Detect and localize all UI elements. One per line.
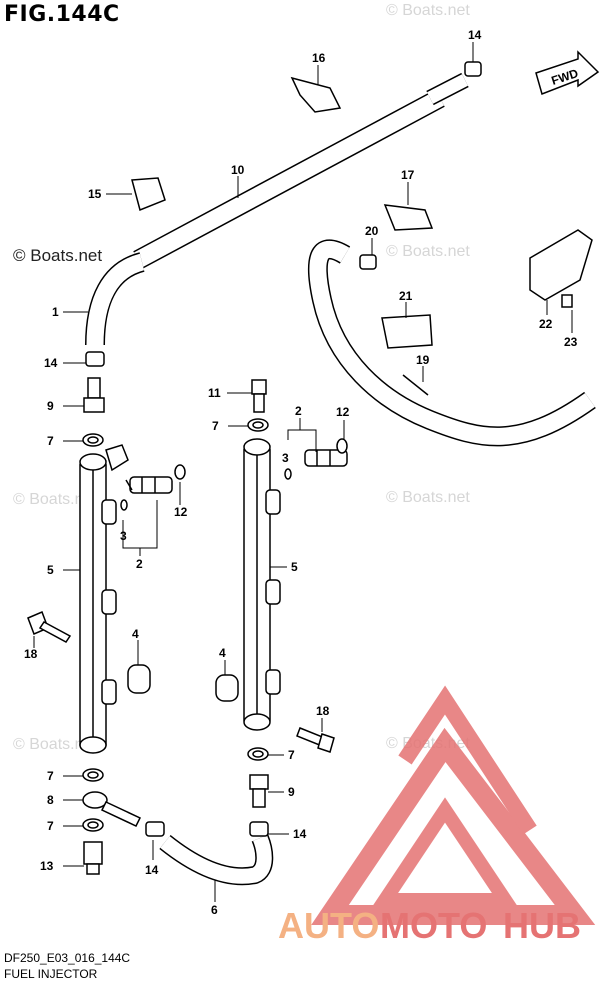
callout: 14 bbox=[293, 827, 307, 841]
watermark: © Boats.net bbox=[386, 2, 470, 19]
injector-left bbox=[125, 476, 173, 494]
watermark: © Boats.net bbox=[13, 736, 97, 753]
callout: 9 bbox=[288, 785, 295, 799]
fuel-rail-right bbox=[243, 438, 281, 731]
callout: 4 bbox=[132, 627, 139, 641]
injector-right bbox=[304, 449, 348, 467]
hose-1 bbox=[85, 252, 146, 346]
callout: 18 bbox=[316, 704, 330, 718]
brand-text: AUTO MOTO HUB bbox=[278, 905, 581, 946]
hose-6 bbox=[159, 834, 274, 886]
callout: 17 bbox=[401, 168, 415, 182]
callout: 12 bbox=[174, 505, 188, 519]
callout: 2 bbox=[136, 557, 143, 571]
figure-title: FIG.144C bbox=[4, 2, 120, 27]
callout: 12 bbox=[336, 405, 350, 419]
callout: 14 bbox=[44, 356, 58, 370]
callout: 7 bbox=[212, 419, 219, 433]
hose-19 bbox=[307, 239, 596, 447]
callout: 19 bbox=[416, 353, 430, 367]
brand-part1: AUTO bbox=[278, 905, 379, 946]
callout: 23 bbox=[564, 335, 578, 349]
callout: 21 bbox=[399, 289, 413, 303]
grommets bbox=[127, 664, 239, 702]
fittings bbox=[82, 377, 269, 875]
callout: 6 bbox=[211, 903, 218, 917]
callout-labels: 14 16 10 15 17 20 22 23 21 19 1 14 9 11 … bbox=[24, 28, 578, 917]
watermark-dark: © Boats.net bbox=[13, 246, 103, 265]
callout: 7 bbox=[47, 769, 54, 783]
callout: 5 bbox=[47, 563, 54, 577]
model-code: DF250_E03_016_144C bbox=[4, 951, 131, 965]
callout: 5 bbox=[291, 560, 298, 574]
o-rings bbox=[120, 438, 348, 511]
bolts bbox=[27, 611, 335, 753]
callout: 18 bbox=[24, 647, 38, 661]
hose-10 bbox=[133, 72, 469, 269]
watermark: © Boats.net bbox=[13, 491, 97, 508]
callout: 13 bbox=[40, 859, 54, 873]
clamps bbox=[85, 61, 482, 837]
fwd-arrow: FWD bbox=[535, 50, 600, 95]
callout: 10 bbox=[231, 163, 245, 177]
callout: 2 bbox=[295, 404, 302, 418]
leader-lines bbox=[33, 42, 573, 902]
bracket-22 bbox=[529, 229, 593, 308]
callout: 15 bbox=[88, 187, 102, 201]
callout: 14 bbox=[468, 28, 482, 42]
callout: 7 bbox=[47, 819, 54, 833]
callout: 4 bbox=[219, 646, 226, 660]
fuel-rail-left bbox=[79, 444, 129, 754]
caption: FUEL INJECTOR bbox=[4, 967, 98, 981]
callout: 7 bbox=[288, 748, 295, 762]
brand-part2: MOTO bbox=[380, 905, 487, 946]
callout: 3 bbox=[282, 451, 289, 465]
callout: 9 bbox=[47, 399, 54, 413]
callout: 20 bbox=[365, 224, 379, 238]
callout: 14 bbox=[145, 863, 159, 877]
callout: 11 bbox=[208, 386, 221, 400]
callout: 8 bbox=[47, 793, 54, 807]
callout: 22 bbox=[539, 317, 553, 331]
watermark: © Boats.net bbox=[386, 489, 470, 506]
brand-logo bbox=[311, 685, 596, 925]
washers bbox=[82, 418, 269, 832]
brand-part3: HUB bbox=[503, 905, 581, 946]
callout: 7 bbox=[47, 434, 54, 448]
callout: 1 bbox=[52, 305, 59, 319]
callout: 16 bbox=[312, 51, 326, 65]
callout: 3 bbox=[120, 529, 127, 543]
watermark: © Boats.net bbox=[386, 243, 470, 260]
